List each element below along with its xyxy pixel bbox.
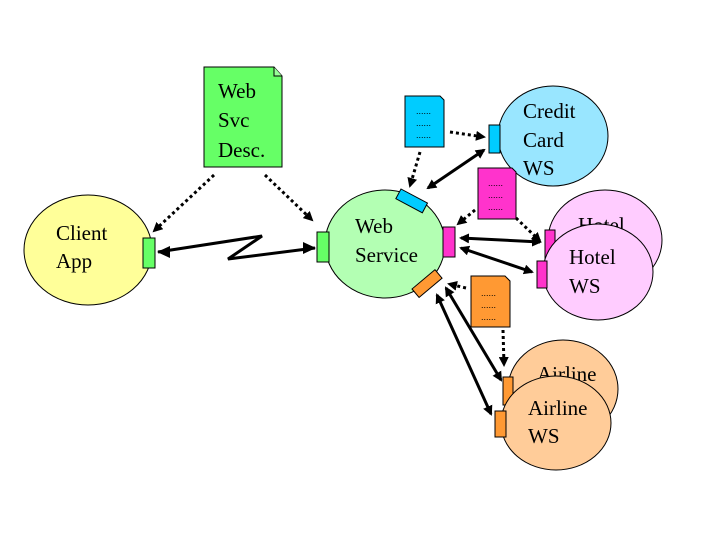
client-link-arrowhead [157, 246, 170, 258]
airline-doc-to-service-dotted-arrow [447, 280, 467, 291]
client-app-label-1: Client [56, 221, 107, 245]
web-svc-desc-label-3: Desc. [218, 138, 265, 162]
credit-card-label-1: Credit [523, 99, 576, 123]
credit-doc-page [404, 95, 445, 148]
hotel-ws-node[interactable]: Hotel WS [536, 223, 654, 321]
hotel-doc-to-service-dotted-arrow [456, 208, 476, 226]
client-app-node[interactable]: Client App [23, 194, 156, 306]
airline-label-2: WS [528, 424, 560, 448]
service-airline-arrow-2 [435, 293, 493, 416]
credit-card-ws-node[interactable]: Credit Card WS [488, 85, 609, 187]
hotel-port [536, 260, 548, 289]
hotel-doc-line: ...... [488, 190, 503, 200]
airline-port [494, 410, 507, 438]
web-svc-desc-label-2: Svc [218, 108, 250, 132]
credit-doc-to-service-dotted-arrow [407, 151, 422, 188]
airline-ws-node[interactable]: Airline WS [494, 375, 612, 471]
hotel-label-1: Hotel [569, 245, 616, 269]
credit-doc-line: ...... [416, 118, 431, 128]
airline-doc-line: ...... [481, 312, 496, 322]
airline-label-1: Airline [528, 396, 587, 420]
hotel-doc-line: ...... [488, 202, 503, 212]
credit-doc-to-cc-dotted-arrow [449, 130, 486, 141]
desc-to-client-dotted-arrow [152, 173, 216, 233]
credit-doc-line: ...... [416, 106, 431, 116]
service-hotel-arrow-2 [459, 245, 534, 275]
web-service-airline-port [411, 269, 443, 299]
web-service-client-port [316, 231, 330, 263]
client-app-label-2: App [56, 249, 92, 273]
service-link-arrowhead [303, 242, 316, 254]
hotel-label-2: WS [569, 274, 601, 298]
credit-message-document: ...... ...... ...... [404, 95, 445, 148]
airline-doc-line: ...... [481, 300, 496, 310]
credit-doc-line: ...... [416, 130, 431, 140]
web-svc-desc-document[interactable]: Web Svc Desc. [203, 66, 283, 168]
web-svc-desc-label-1: Web [218, 79, 256, 103]
airline-message-document: ...... ...... ...... [470, 275, 511, 328]
hotel-doc-page [477, 167, 517, 220]
hotel-message-document: ...... ...... ...... [477, 167, 517, 220]
desc-to-service-dotted-arrow [263, 173, 314, 222]
credit-card-label-2: Card [523, 128, 564, 152]
service-credit-arrow [426, 148, 486, 190]
web-service-hotel-port [442, 226, 456, 258]
client-app-port [142, 237, 156, 269]
client-service-lightning-link [157, 234, 316, 261]
hotel-doc-line: ...... [488, 178, 503, 188]
hotel-doc-to-hotel-dotted-arrow [514, 216, 542, 243]
web-service-node[interactable]: Web Service [316, 188, 456, 299]
airline-doc-to-airline-dotted-arrow [498, 329, 509, 367]
web-service-credit-port [395, 188, 429, 214]
service-hotel-arrow-1 [459, 233, 542, 247]
airline-doc-line: ...... [481, 288, 496, 298]
web-service-label-2: Service [355, 243, 418, 267]
hotel-ws-ellipse [542, 223, 654, 321]
credit-card-port [488, 124, 501, 154]
web-svc-desc-fold [273, 67, 282, 77]
credit-card-label-3: WS [523, 156, 555, 180]
airline-ws-ellipse [500, 375, 612, 471]
web-service-label-1: Web [355, 214, 393, 238]
web-svc-desc-page [203, 66, 283, 168]
